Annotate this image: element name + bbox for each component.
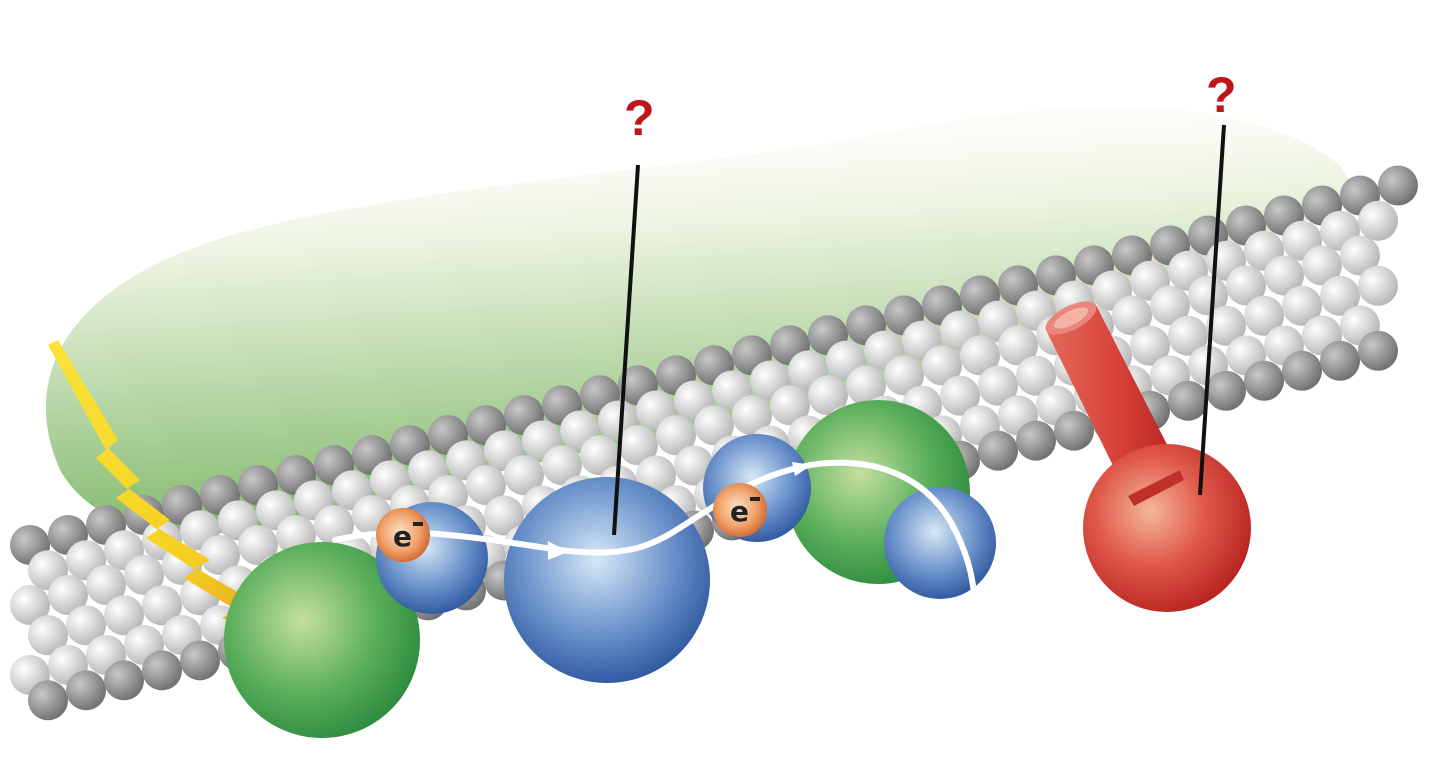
question-label-right: ? <box>1206 67 1237 123</box>
electron-label-1: e <box>393 520 412 553</box>
arrowhead-icon <box>792 462 812 476</box>
electron-label-2: e <box>730 495 749 528</box>
thylakoid-lumen <box>45 107 1361 534</box>
atp-synthase <box>1045 301 1251 612</box>
photosystem-sphere-left <box>224 542 420 738</box>
leader-line-right <box>1198 124 1226 496</box>
leader-line-left <box>612 164 640 536</box>
arrowhead-icon <box>548 541 568 560</box>
light-bolt-icon <box>48 340 262 632</box>
electron-2: e <box>713 483 767 537</box>
question-label-left: ? <box>624 90 655 146</box>
cytochrome-sphere <box>504 477 710 683</box>
electron-1: e <box>376 508 430 562</box>
